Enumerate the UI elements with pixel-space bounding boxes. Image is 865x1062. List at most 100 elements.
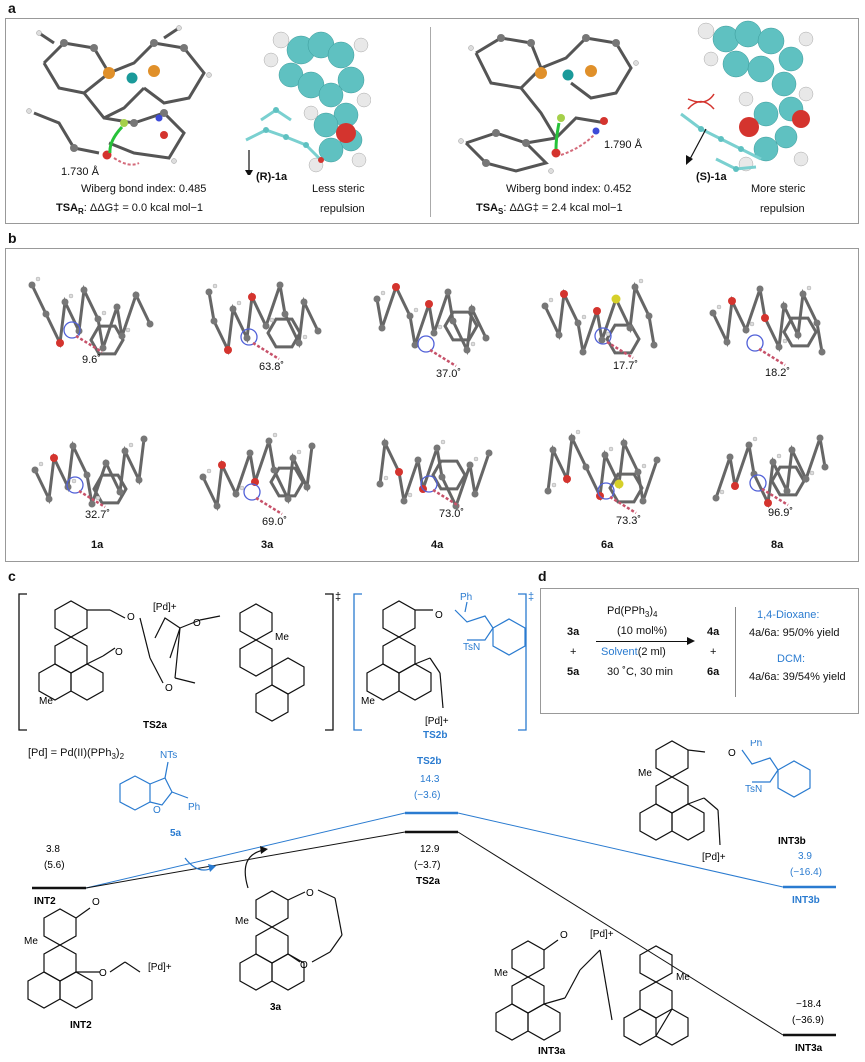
compound-label-8a: 8a	[771, 539, 784, 551]
ts2a-energy-2: (−3.7)	[414, 860, 440, 871]
compound-label-3a: 3a	[261, 539, 274, 551]
3a-o2: O	[300, 960, 308, 971]
d-divider	[735, 607, 736, 697]
d-reactant-plus: +	[570, 646, 577, 658]
d-solvent: Solvent(2 ml)	[601, 646, 666, 658]
int3a-struct-label: INT3a	[538, 1046, 566, 1057]
d-result-2-value: 4a/6a: 39/54% yield	[749, 671, 846, 683]
int3a-me: Me	[494, 968, 508, 979]
d-result-1-title: 1,4-Dioxane:	[757, 609, 820, 621]
compound-label-6a: 6a	[601, 539, 614, 551]
conformer-angle: 73.0˚	[439, 508, 465, 520]
ts2b-ph: Ph	[460, 592, 472, 603]
ts-as-label: TSA	[476, 202, 498, 214]
int2-energy: 3.8	[46, 844, 60, 855]
int3b-energy-2: (−16.4)	[790, 867, 822, 878]
int2-label: INT2	[34, 896, 56, 907]
conformer-angle: 17.7˚	[613, 360, 639, 372]
panel-d: 3a + 5a Pd(PPh3)4 (10 mol%) Solvent(2 ml…	[540, 588, 859, 714]
ts-ar-distance: 1.730 Å	[61, 166, 99, 178]
int3b-level-label: INT3b	[792, 895, 820, 906]
ts-as-ball-stick	[458, 34, 639, 174]
int3a-me2: Me	[676, 972, 690, 983]
ts-as-subscript: S	[498, 207, 504, 217]
ts2a-o3: O	[165, 683, 173, 694]
conformer-angle: 96.9˚	[768, 507, 794, 519]
int3a-energy: −18.4	[796, 999, 822, 1010]
d-product-2: 6a	[707, 666, 720, 678]
int3b-struct-label: INT3b	[778, 836, 806, 847]
panel-c-label: c	[8, 568, 16, 584]
conformer-angle: 69.0˚	[262, 516, 288, 528]
panel-a-label: a	[8, 0, 16, 16]
d-loading: (10 mol%)	[617, 625, 668, 637]
5a-nts: NTs	[160, 750, 177, 761]
conformer-1a-top	[28, 276, 154, 356]
conformer-8a-bottom	[712, 434, 829, 509]
5a-label: 5a	[170, 828, 182, 839]
conformer-3a-bottom	[199, 432, 316, 516]
int3a-pd: [Pd]+	[590, 929, 614, 940]
ts-as-compound: (S)-1a	[696, 171, 727, 183]
ts2a-energy: 12.9	[420, 844, 440, 855]
d-product-1: 4a	[707, 626, 720, 638]
ts2b-dagger: ‡	[528, 591, 534, 603]
ts-ar-space-filling	[245, 31, 371, 175]
pd-definition: [Pd] = Pd(II)(PPh3)2	[28, 747, 125, 762]
5a-o: O	[153, 805, 161, 816]
int3b-o: O	[728, 748, 736, 759]
ts-ar-compound: (R)-1a	[256, 171, 288, 183]
ts2b-me: Me	[361, 696, 375, 707]
3a-struct-label: 3a	[270, 1002, 282, 1013]
int2-struct-label: INT2	[70, 1020, 92, 1031]
int3a-o: O	[560, 930, 568, 941]
panel-b: 9.6˚63.8˚37.0˚17.7˚18.2˚32.7˚69.0˚73.0˚7…	[5, 248, 859, 562]
panel-b-label: b	[8, 230, 17, 246]
ts2a-me: Me	[39, 696, 53, 707]
panel-a: 1.730 Å (R)-1a Less steric repulsion Wib…	[5, 18, 859, 224]
int3b-me: Me	[638, 768, 652, 779]
int2-energy-2: (5.6)	[44, 860, 65, 871]
int3a-energy-2: (−36.9)	[792, 1015, 824, 1026]
5a-ph: Ph	[188, 802, 200, 813]
ts-as-steric-line1: More steric	[751, 183, 806, 195]
int2-me: Me	[24, 936, 38, 947]
conformer-angle: 63.8˚	[259, 361, 285, 373]
int3b-pd: [Pd]+	[702, 852, 726, 863]
d-result-2-title: DCM:	[777, 653, 806, 665]
ts-structures: Me Me O O O O [Pd]+ ‡ TS2a Me O Ph TsN […	[18, 591, 534, 738]
int3b-energy: 3.9	[798, 851, 812, 862]
ts-ar-ball-stick	[26, 25, 212, 166]
d-reactant-2: 5a	[567, 666, 580, 678]
int3b-ph: Ph	[750, 740, 762, 749]
conformer-angle: 32.7˚	[85, 509, 111, 521]
compound-label-1a: 1a	[91, 539, 104, 551]
int3a-level-label: INT3a	[795, 1043, 823, 1054]
panel-a-divider	[430, 27, 431, 217]
d-conditions: 30 ˚C, 30 min	[607, 666, 674, 678]
ts2b-level-label: TS2b	[417, 756, 441, 767]
ts-ar-subscript: R	[78, 207, 84, 217]
3a-me: Me	[235, 916, 249, 927]
ts-ar-energy-text: : ΔΔG‡ = 0.0 kcal mol−1	[83, 202, 204, 214]
ts2b-o: O	[435, 610, 443, 621]
ts-as-distance: 1.790 Å	[604, 139, 642, 151]
ts2a-dagger: ‡	[335, 591, 341, 603]
panel-d-label: d	[538, 568, 547, 584]
compound-label-4a: 4a	[431, 539, 444, 551]
ts2a-o4: O	[193, 618, 201, 629]
conformer-3a-top	[205, 281, 322, 361]
ts2b-label: TS2b	[423, 730, 447, 738]
ts2b-energy: 14.3	[420, 774, 440, 785]
conformer-angle: 37.0˚	[436, 368, 462, 380]
3a-o: O	[306, 888, 314, 899]
ts2a-level-label: TS2a	[416, 876, 440, 887]
d-reactant-1: 3a	[567, 626, 580, 638]
conformer-1a-bottom	[31, 435, 148, 509]
ts-ar-label: TSA	[56, 202, 78, 214]
conformer-angle: 73.3˚	[616, 515, 642, 527]
ts-ar-energy: TSAR: ΔΔG‡ = 0.0 kcal mol−1	[56, 202, 203, 216]
int2-o: O	[92, 897, 100, 908]
ts-as-energy: TSAS: ΔΔG‡ = 2.4 kcal mol−1	[476, 202, 623, 216]
ts-ar-wiberg: Wiberg bond index: 0.485	[81, 183, 207, 195]
